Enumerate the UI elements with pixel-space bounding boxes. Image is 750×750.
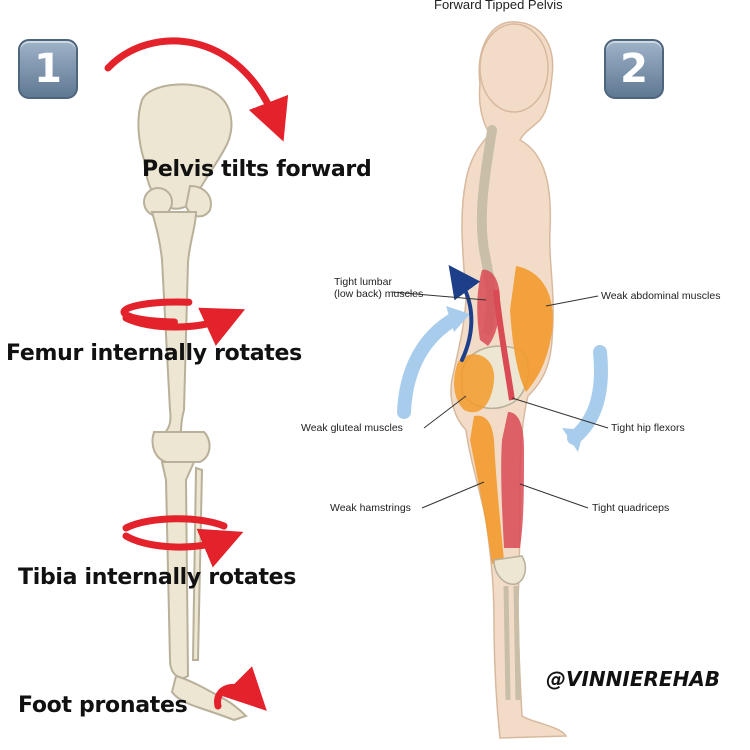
head bbox=[479, 23, 549, 113]
femur-rotation-arrow bbox=[122, 307, 246, 346]
label-hamstrings: Weak hamstrings bbox=[330, 502, 411, 514]
femur-caption: Femur internally rotates bbox=[6, 341, 302, 366]
abdominal-muscle bbox=[510, 266, 553, 392]
tibia-rotation-arrow-back bbox=[122, 515, 228, 532]
tibia-caption: Tibia internally rotates bbox=[18, 565, 297, 590]
rotation-arrows bbox=[104, 37, 289, 711]
label-lumbar-line1: Tight lumbar bbox=[334, 276, 392, 288]
tilt-arrows bbox=[397, 265, 608, 452]
label-quadriceps: Tight quadriceps bbox=[592, 502, 670, 514]
label-gluteal: Weak gluteal muscles bbox=[301, 422, 403, 434]
pelvis-tilt-arrow bbox=[104, 37, 289, 142]
panel-2-badge: 2 bbox=[604, 39, 664, 99]
femur-rotation-arrow-back bbox=[120, 298, 236, 326]
diagram-title: Forward Tipped Pelvis bbox=[434, 0, 563, 12]
panel-1-badge: 1 bbox=[18, 39, 78, 99]
pelvis-caption: Pelvis tilts forward bbox=[142, 157, 372, 182]
label-lumbar-line2: (low back) muscles bbox=[334, 288, 424, 300]
lumbar-small-arrow bbox=[448, 265, 481, 362]
leader-lines bbox=[391, 291, 609, 509]
knee-bones bbox=[493, 555, 527, 585]
knee-joint bbox=[151, 431, 211, 463]
body-figure bbox=[450, 21, 568, 739]
foot-pronation-arrow bbox=[214, 666, 267, 711]
watermark-handle: @VINNIEREHAB bbox=[546, 667, 721, 691]
hamstring-muscle bbox=[470, 415, 504, 564]
fibula-bone bbox=[191, 466, 204, 661]
shin-bones bbox=[503, 585, 521, 701]
hip-flexor-muscle bbox=[493, 289, 515, 401]
tibia-rotation-arrow bbox=[122, 528, 244, 568]
back-tilt-arrow bbox=[397, 311, 463, 419]
front-tilt-arrow bbox=[567, 345, 608, 445]
label-abdominal: Weak abdominal muscles bbox=[601, 290, 721, 302]
foot-caption: Foot pronates bbox=[18, 693, 188, 718]
quadriceps-muscle bbox=[501, 412, 524, 548]
label-hip-flexors: Tight hip flexors bbox=[611, 422, 685, 434]
lumbar-muscle bbox=[477, 269, 500, 346]
